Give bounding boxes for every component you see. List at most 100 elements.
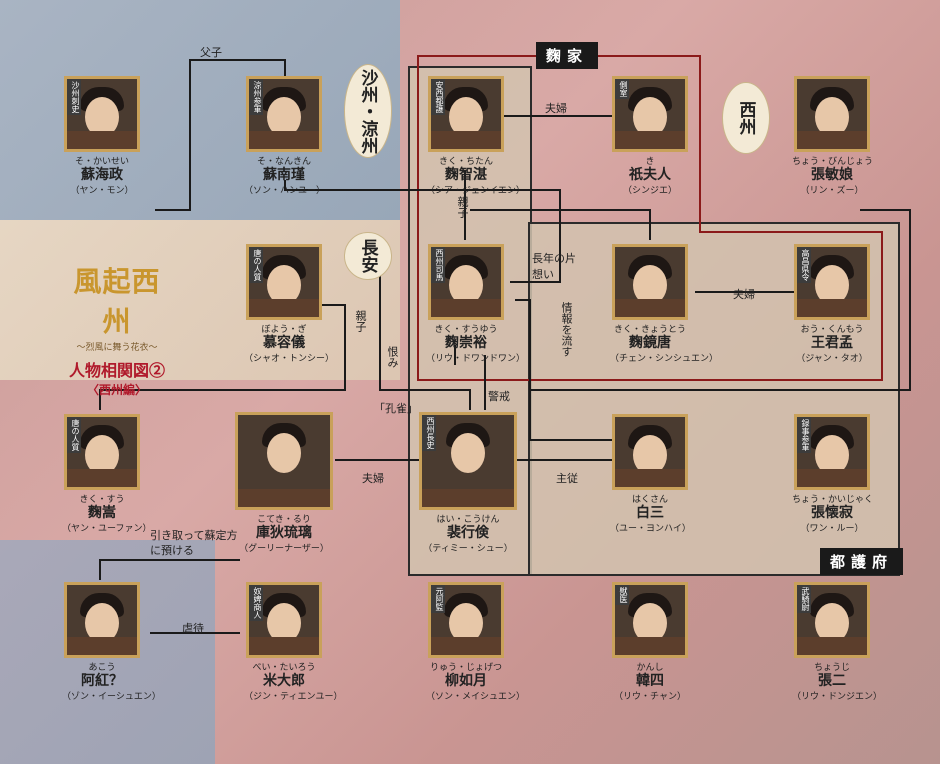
character-name: 蘇海政 [81,167,123,183]
character-card-kiku-su[interactable]: 唐の人質 きく・すう 麴嵩 （ヤン・ユーファン） [62,414,151,534]
portrait: 元阿監 [428,582,504,658]
actor-name: （ティミー・シュー） [423,544,513,554]
portrait: 側室 [612,76,688,152]
portrait [235,412,333,510]
character-card-so-nankin[interactable]: 涼州参軍 そ・なんきん 蘇南瑾 （ソン・ハンユー） [244,76,325,196]
reading: ぼよう・ぎ [261,325,307,335]
character-name: 柳如月 [445,673,487,689]
reading: きく・すう [79,495,125,505]
character-card-kiku-kyotou[interactable]: きく・きょうとう 麴鏡唐 （チェン・シンシュエン） [610,244,719,364]
portrait [612,244,688,320]
character-name: 庫狄琉璃 [256,525,312,541]
reading: おう・くんもう [800,325,864,335]
relation-label: 長年の片想い [532,252,576,281]
reading: きく・ちたん [438,157,493,167]
character-name: 麴崇裕 [445,335,487,351]
portrait: 涼州参軍 [246,76,322,152]
character-name: 白三 [636,505,664,521]
reading: きく・きょうとう [613,325,686,335]
character-card-ki-fujin[interactable]: 側室 き 祇夫人 （シンジエ） [610,76,690,196]
character-card-cho-kaijaku[interactable]: 録事参軍 ちょう・かいじゃく 張懐寂 （ワン・ルー） [792,414,874,534]
relation-label: 親子 [354,310,367,332]
reading: ちょう・びんじょう [792,157,874,167]
character-name: 米大郎 [263,673,305,689]
region-label-shazhou: 沙州・涼州 [344,64,392,158]
character-name: 王君孟 [811,335,853,351]
actor-name: （シャオ・トンシー） [244,354,335,364]
character-card-kotekiruri[interactable]: こてき・るり 庫狄琉璃 （グーリーナーザー） [232,412,336,554]
character-card-cho-binjo[interactable]: ちょう・びんじょう 張敏娘 （リン・ズー） [792,76,874,196]
character-name: 麴嵩 [88,505,116,521]
character-card-ryu-jogetsu[interactable]: 元阿監 りゅう・じょげつ 柳如月 （ソン・メイシュエン） [426,582,525,702]
actor-name: （リン・ズー） [800,186,864,196]
relation-label: 主従 [556,472,578,485]
chart-edition: 〈西州編〉 [86,383,147,397]
character-card-akou[interactable]: あこう 阿紅？ （ゾン・イーシュエン） [62,582,161,702]
actor-name: （シア・ジェンイエン） [426,186,525,196]
relation-label: 夫婦 [362,472,384,485]
actor-name: （グーリーナーザー） [239,544,329,554]
portrait [612,414,688,490]
actor-name: （ワン・ルー） [800,524,864,534]
logo-title: 風起西州 [73,265,161,338]
portrait: 高昌県令 [794,244,870,320]
actor-name: （ゾン・イーシュエン） [62,692,161,702]
reading: き [645,157,655,167]
portrait: 奴婢商人 [246,582,322,658]
character-card-o-kunmou[interactable]: 高昌県令 おう・くんもう 王君孟 （ジャン・タオ） [792,244,872,364]
portrait: 唐の人質 [64,414,140,490]
reading: そ・かいせい [74,157,129,167]
character-card-kanshi[interactable]: 獣医 かんし 韓四 （リウ・チャン） [610,582,690,702]
reading: りゅう・じょげつ [429,663,502,673]
relation-label: 夫婦 [545,102,567,115]
actor-name: （リウ・ドンジエン） [792,692,883,702]
relation-label: 親子 [456,196,469,218]
relation-label: 恨み [386,346,399,368]
relation-label: 父子 [200,46,222,59]
character-card-chouji[interactable]: 武騎尉 ちょうじ 張二 （リウ・ドンジエン） [792,582,883,702]
portrait [794,76,870,152]
character-name: 蘇南瑾 [263,167,305,183]
actor-name: （ヤン・モン） [70,186,134,196]
character-card-so-kaisei[interactable]: 沙州刺史 そ・かいせい 蘇海政 （ヤン・モン） [62,76,142,196]
character-card-hakusan[interactable]: はくさん 白三 （ユー・ヨンハイ） [610,414,691,534]
character-card-bei-tairou[interactable]: 奴婢商人 べい・たいろう 米大郎 （ジン・ティエンユー） [244,582,343,702]
reading: きく・すうゆう [434,325,498,335]
zone-changan [0,220,400,380]
actor-name: （ジャン・タオ） [796,354,868,364]
actor-name: （ジン・ティエンユー） [244,692,343,702]
reading: べい・たいろう [252,663,316,673]
actor-name: （シンジエ） [622,186,677,196]
character-card-kiku-suyu[interactable]: 西州司馬 きく・すうゆう 麴崇裕 （リウ・ドワンドワン） [426,244,526,364]
character-name: 韓四 [636,673,664,689]
portrait: 西州長史 [419,412,517,510]
character-name: 麴智湛 [445,167,487,183]
reading: はい・こうけん [436,515,500,525]
character-card-hai-kouken[interactable]: 西州長史 はい・こうけん 裴行倹 （ティミー・シュー） [416,412,520,554]
actor-name: （ユー・ヨンハイ） [610,524,691,534]
character-name: 裴行倹 [447,525,489,541]
kiku-family-label: 麴家 [536,42,599,69]
portrait: 西州司馬 [428,244,504,320]
actor-name: （リウ・ドワンドワン） [426,354,526,364]
portrait: 唐の人質 [246,244,322,320]
relation-label: 情報を流す [560,302,573,357]
character-card-kiku-chitan[interactable]: 安西都護 きく・ちたん 麴智湛 （シア・ジェンイエン） [426,76,525,196]
actor-name: （リウ・チャン） [614,692,686,702]
region-label-xizhou: 西州 [722,82,770,154]
character-name: 張懐寂 [811,505,853,521]
character-name: 麴鏡唐 [629,335,671,351]
portrait [64,582,140,658]
relation-label: 「孔雀」 [374,402,418,415]
portrait: 録事参軍 [794,414,870,490]
actor-name: （チェン・シンシュエン） [610,354,719,364]
character-name: 祇夫人 [629,167,671,183]
reading: ちょう・かいじゃく [792,495,874,505]
reading: かんし [636,663,664,673]
reading: そ・なんきん [256,157,311,167]
character-name: 張敏娘 [811,167,853,183]
character-card-boyo-gi[interactable]: 唐の人質 ぼよう・ぎ 慕容儀 （シャオ・トンシー） [244,244,335,364]
protectorate-label: 都護府 [820,548,904,575]
logo-subtitle: 〜烈風に舞う花衣〜 [76,343,158,353]
